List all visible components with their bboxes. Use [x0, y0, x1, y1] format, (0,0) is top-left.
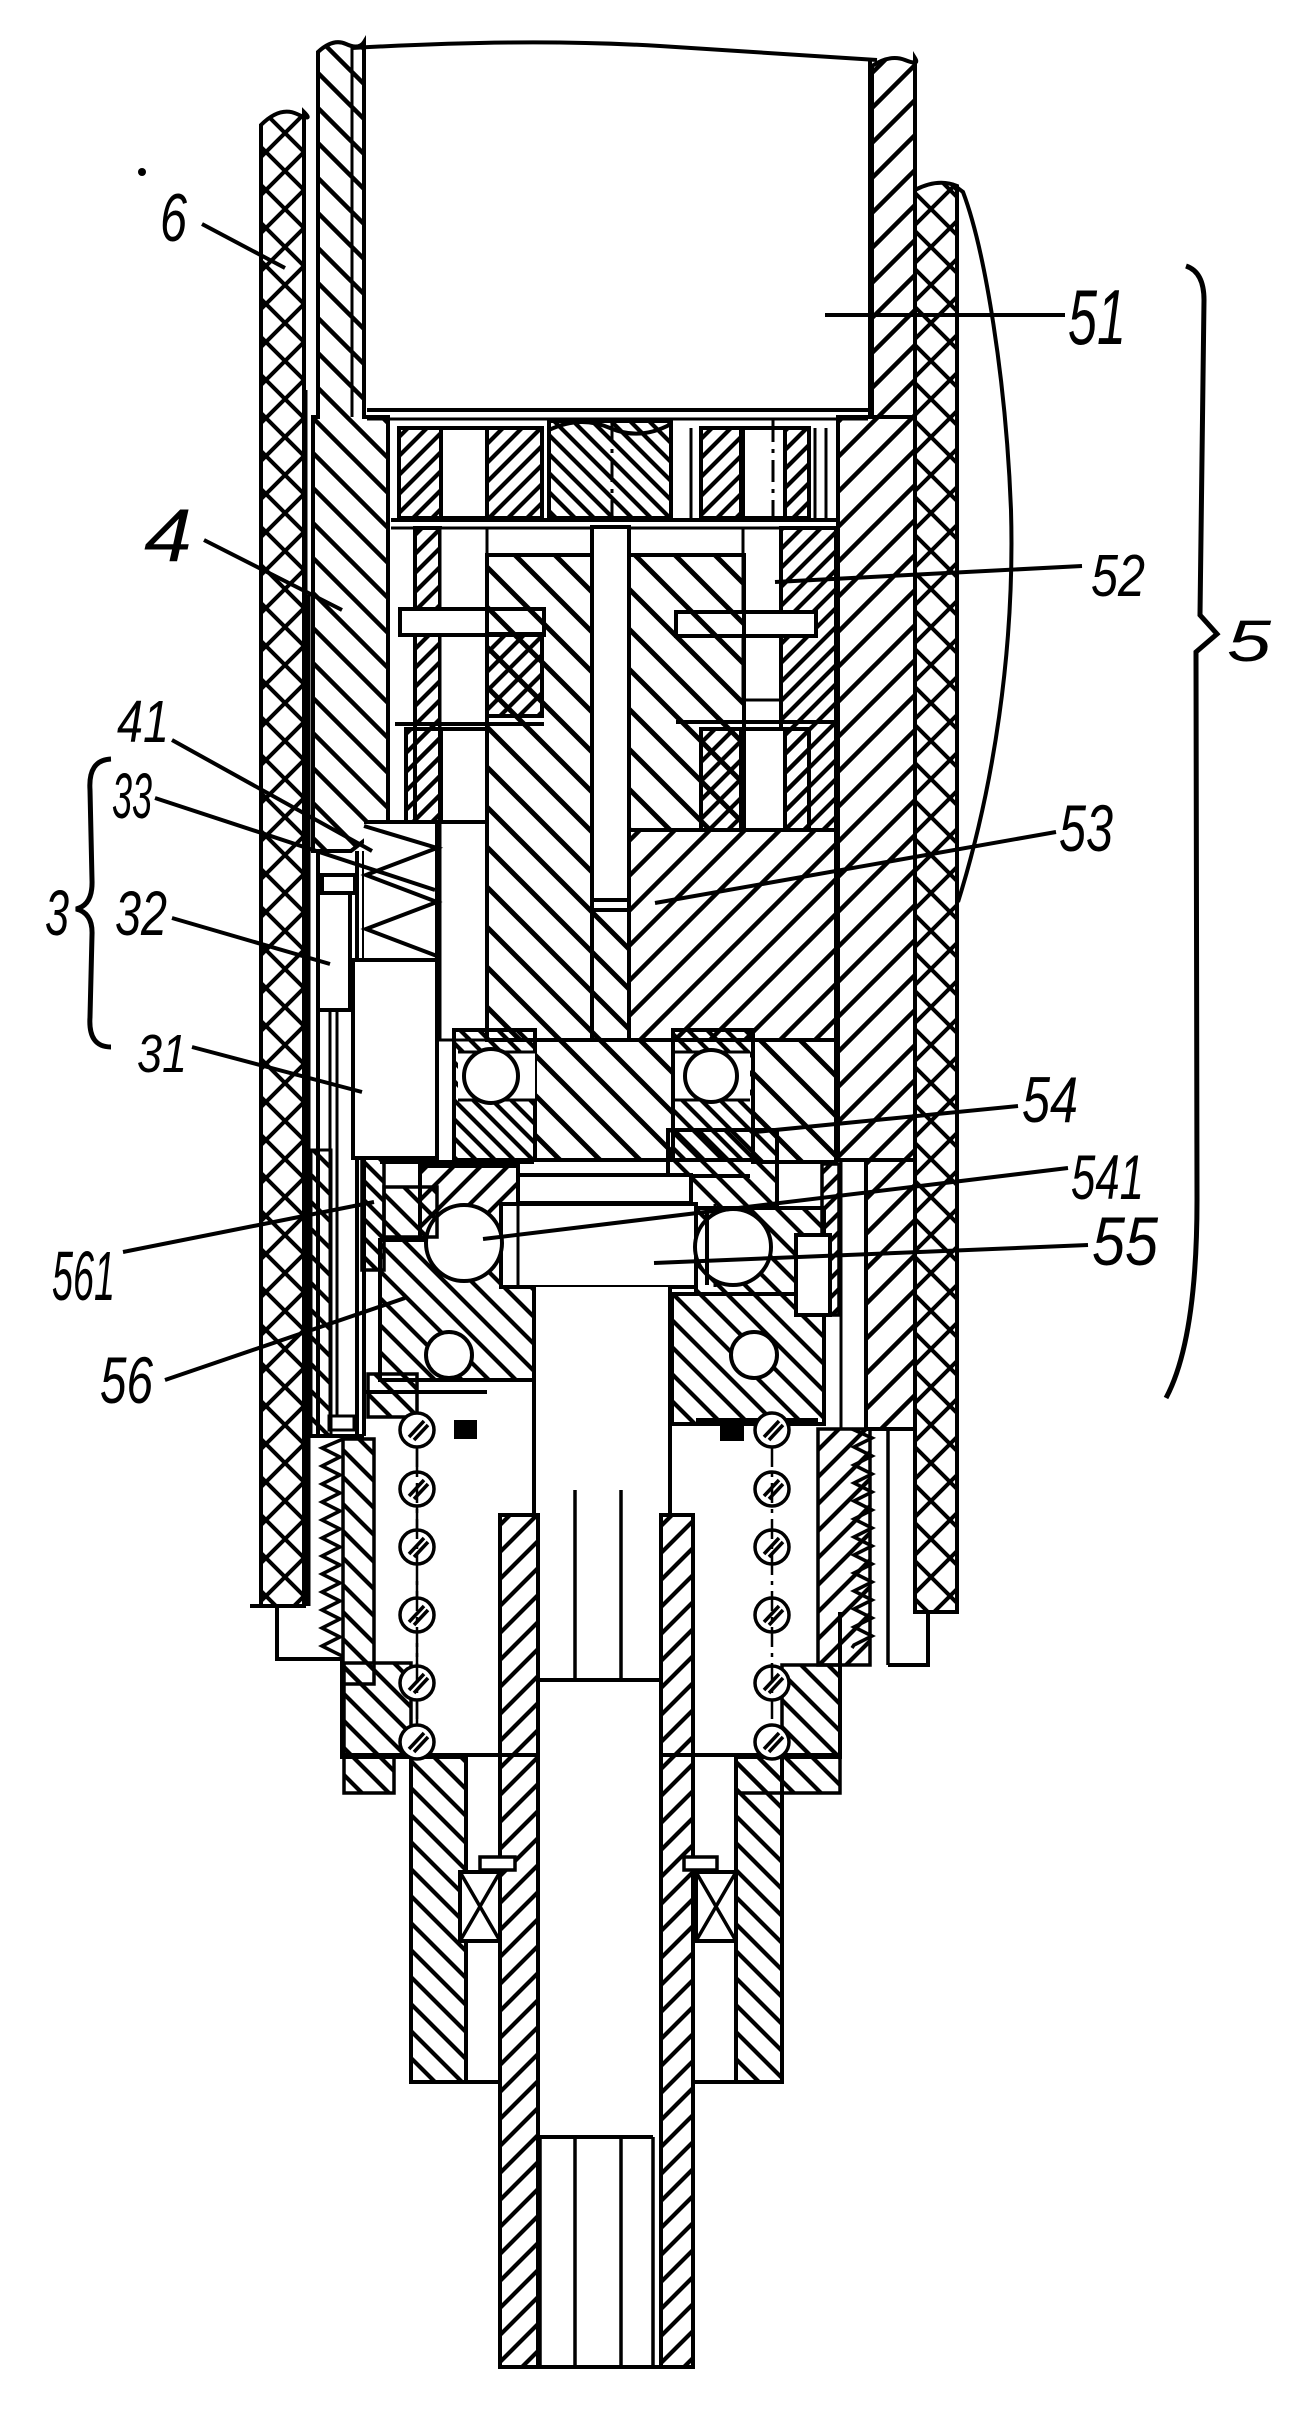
svg-text:51: 51 — [1068, 273, 1126, 361]
svg-text:56: 56 — [100, 1343, 153, 1417]
svg-text:41: 41 — [117, 689, 169, 755]
svg-text:5: 5 — [1227, 609, 1272, 674]
svg-text:6: 6 — [160, 180, 187, 256]
svg-text:53: 53 — [1059, 791, 1113, 865]
svg-text:3: 3 — [45, 877, 69, 949]
svg-text:55: 55 — [1092, 1203, 1159, 1280]
svg-text:32: 32 — [115, 879, 167, 949]
svg-text:541: 541 — [1071, 1143, 1144, 1213]
svg-text:4: 4 — [144, 493, 192, 577]
svg-text:54: 54 — [1022, 1063, 1078, 1136]
svg-text:31: 31 — [137, 1024, 187, 1084]
svg-text:561: 561 — [52, 1237, 115, 1315]
svg-text:33: 33 — [112, 760, 152, 832]
svg-text:52: 52 — [1091, 543, 1145, 609]
